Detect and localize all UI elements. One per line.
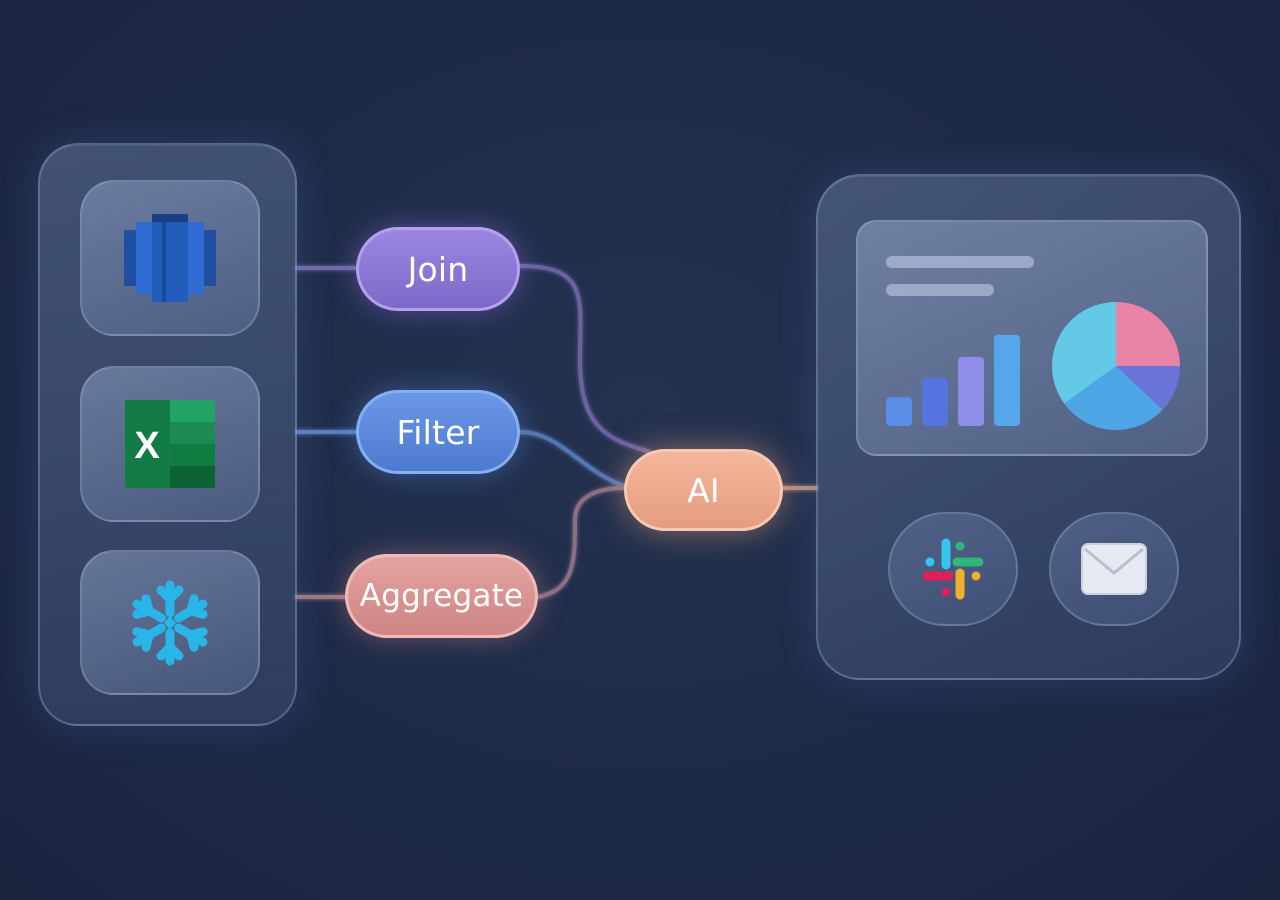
snowflake-icon [125, 580, 215, 668]
pie-slice [1116, 366, 1180, 410]
line-join-ai [518, 264, 652, 454]
bar [994, 334, 1020, 426]
aggregate-node[interactable]: Aggregate [345, 554, 538, 638]
bar-chart-icon [886, 334, 1020, 426]
line-filter-ai [518, 430, 626, 488]
sources-panel: X [38, 143, 297, 726]
pie-slice [1116, 302, 1180, 366]
bar [922, 378, 948, 426]
redshift-icon [124, 214, 216, 302]
mail-icon [1081, 543, 1147, 595]
pie-slice [1052, 302, 1116, 404]
text-line-placeholder [886, 256, 1034, 268]
pie-chart-icon [1052, 302, 1180, 430]
ai-node[interactable]: AI [624, 449, 783, 531]
excel-letter: X [134, 425, 160, 467]
text-line-placeholder [886, 284, 994, 296]
source-tile-redshift[interactable] [80, 180, 260, 336]
join-node[interactable]: Join [356, 227, 520, 311]
source-tile-excel[interactable]: X [80, 366, 260, 522]
line-aggregate-ai [536, 486, 626, 599]
mail-button[interactable] [1049, 512, 1179, 626]
filter-node[interactable]: Filter [356, 390, 520, 474]
bar [958, 356, 984, 426]
dashboard-content [886, 256, 1180, 430]
output-panel [816, 174, 1241, 680]
bar [886, 397, 912, 426]
slack-icon [922, 538, 984, 600]
slack-button[interactable] [888, 512, 1018, 626]
pie-slice [1064, 366, 1163, 430]
excel-icon: X [125, 400, 215, 488]
dashboard-card[interactable] [856, 220, 1208, 456]
source-tile-snowflake[interactable] [80, 550, 260, 695]
